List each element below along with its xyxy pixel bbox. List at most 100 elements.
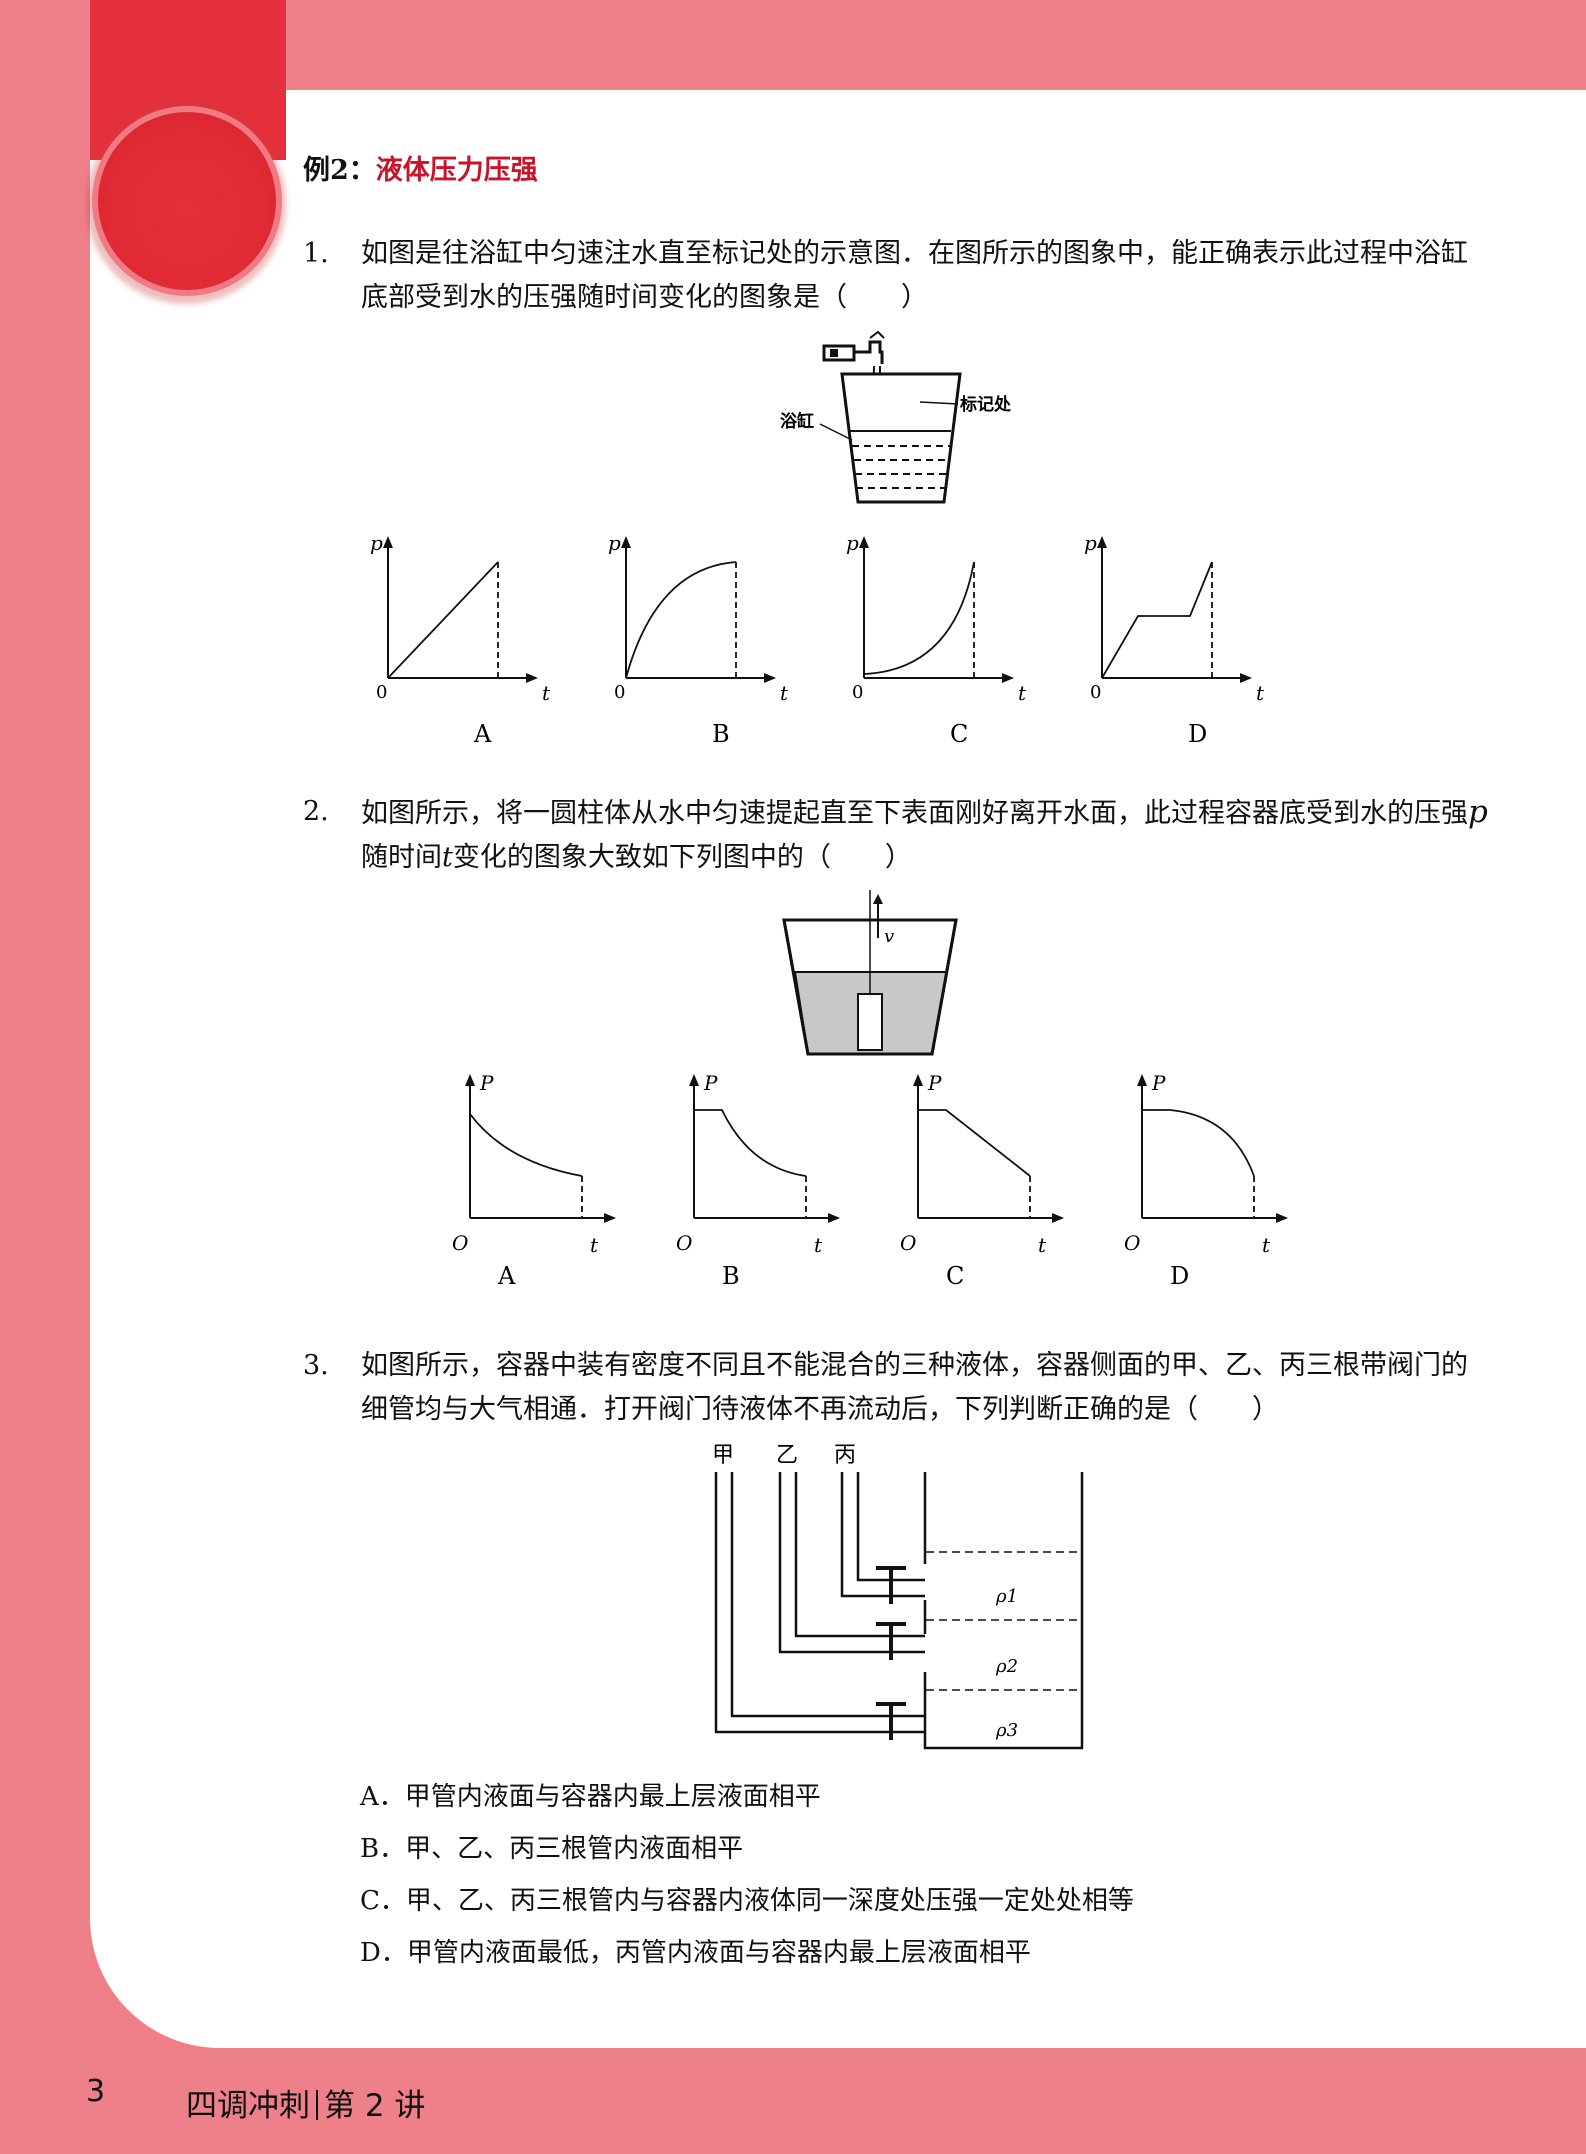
graph-a: p t 0A [370, 531, 551, 748]
y-label: P [1151, 1071, 1166, 1095]
curve [863, 561, 975, 675]
tube-jia-label: 甲 [712, 1443, 734, 1468]
question-number: 1. [303, 238, 329, 269]
example-number: 例2： [303, 155, 376, 186]
question-text: 如图是往浴缸中匀速注水直至标记处的示意图．在图所示的图象中，能正确表示此过程中浴… [361, 238, 1468, 313]
option-label: D [1170, 1262, 1189, 1290]
question-text: 如图所示，将一圆柱体从水中匀速提起直至下表面刚好离开水面，此过程容器底受到水的压… [361, 790, 1491, 880]
curve [387, 561, 499, 679]
graph-b: p t 0B [608, 531, 789, 748]
text-before: 如图所示，将一圆柱体从水中匀速提起直至下表面刚好离开水面，此过程容器底受到水的压… [361, 798, 1468, 829]
section-title: 液体压力压强 [375, 155, 538, 186]
x-arrow [1240, 673, 1252, 683]
t-symbol: t [442, 842, 453, 873]
curve [469, 1113, 583, 1177]
tub-label: 浴缸 [780, 411, 814, 432]
curve [918, 1109, 1031, 1177]
x-label: t [542, 681, 551, 705]
x-arrow [1052, 1213, 1064, 1223]
option-label: B [712, 720, 730, 748]
tube-yi-label: 乙 [776, 1443, 798, 1468]
x-label: t [590, 1233, 599, 1257]
x-label: t [1262, 1233, 1271, 1257]
y-arrow [621, 536, 631, 548]
option-c[interactable]: C．甲、乙、丙三根管内与容器内液体同一深度处压强一定处处相等 [360, 1886, 1134, 1916]
q1-graphs: p t 0Ap t 0Bp t 0Cp t 0D [370, 531, 1265, 748]
option-label: B [722, 1262, 740, 1290]
curve [694, 1109, 807, 1177]
page-paper [90, 90, 1586, 2048]
x-arrow [1002, 673, 1014, 683]
y-label: P [703, 1071, 718, 1095]
x-label: t [780, 681, 789, 705]
origin-label: 0 [614, 682, 625, 703]
option-label: A [473, 720, 492, 748]
question-number: 2. [303, 796, 329, 827]
graph-b: Pt O B [676, 1071, 840, 1290]
page-number: 3 [86, 2074, 106, 2109]
option-label: D [1188, 720, 1207, 748]
option-label: C [946, 1262, 964, 1290]
option-label: C [950, 720, 968, 748]
origin-label: O [1124, 1231, 1140, 1255]
rho3-label: ρ3 [995, 1720, 1018, 1741]
x-arrow [604, 1213, 616, 1223]
question-text: 如图所示，容器中装有密度不同且不能混合的三种液体，容器侧面的甲、乙、丙三根带阀门… [361, 1350, 1468, 1425]
x-label: t [1018, 681, 1027, 705]
graph-d: p t 0D [1084, 531, 1265, 748]
text-after: 变化的图象大致如下列图中的（ ） [452, 842, 912, 873]
y-label: P [927, 1071, 942, 1095]
mark-label: 标记处 [960, 394, 1012, 415]
y-label: p [1084, 531, 1097, 555]
p-symbol: p [1468, 794, 1488, 830]
origin-label: O [676, 1231, 692, 1255]
footer-title: 四调冲刺第 2 讲 [186, 2080, 425, 2125]
y-label: p [846, 531, 859, 555]
x-arrow [526, 673, 538, 683]
bottom-band [0, 2048, 1586, 2154]
graph-c: p t 0C [846, 531, 1027, 748]
curve [625, 561, 737, 679]
origin-label: O [452, 1231, 468, 1255]
text-mid: 随时间 [361, 842, 442, 873]
origin-label: 0 [1090, 682, 1101, 703]
y-arrow [383, 536, 393, 548]
container-figure: v [782, 890, 958, 1056]
y-arrow [1137, 1074, 1147, 1086]
three-liquids-figure: 甲 乙 丙 ρ1 ρ2 ρ3 [712, 1443, 1084, 1750]
y-arrow [465, 1074, 475, 1086]
section-heading: 例2：液体压力压强 [303, 148, 538, 187]
rho2-label: ρ2 [995, 1656, 1018, 1677]
footer-separator [316, 2090, 318, 2120]
bathtub-figure: 标记处 浴缸 [780, 330, 1012, 504]
option-d[interactable]: D．甲管内液面最低，丙管内液面与容器内最上层液面相平 [360, 1938, 1031, 1968]
graph-d: Pt O D [1124, 1071, 1288, 1290]
y-label: p [608, 531, 621, 555]
tube-bing-label: 丙 [834, 1443, 856, 1468]
origin-label: 0 [852, 682, 863, 703]
y-arrow [913, 1074, 923, 1086]
left-band [0, 0, 90, 2154]
y-label: P [479, 1071, 494, 1095]
velocity-label: v [884, 926, 894, 947]
origin-label: 0 [376, 682, 387, 703]
option-label: A [497, 1262, 516, 1290]
curve [1101, 561, 1213, 679]
x-arrow [828, 1213, 840, 1223]
lesson-name: 第 2 讲 [324, 2088, 426, 2124]
x-label: t [814, 1233, 823, 1257]
x-arrow [1276, 1213, 1288, 1223]
bookmark-circle [92, 106, 282, 296]
x-label: t [1256, 681, 1265, 705]
x-arrow [764, 673, 776, 683]
option-a[interactable]: A．甲管内液面与容器内最上层液面相平 [360, 1782, 821, 1812]
y-label: p [370, 531, 383, 555]
y-arrow [689, 1074, 699, 1086]
origin-label: O [900, 1231, 916, 1255]
rho1-label: ρ1 [995, 1586, 1018, 1607]
option-b[interactable]: B．甲、乙、丙三根管内液面相平 [360, 1834, 744, 1864]
graph-a: Pt O A [452, 1071, 616, 1290]
y-arrow [859, 536, 869, 548]
